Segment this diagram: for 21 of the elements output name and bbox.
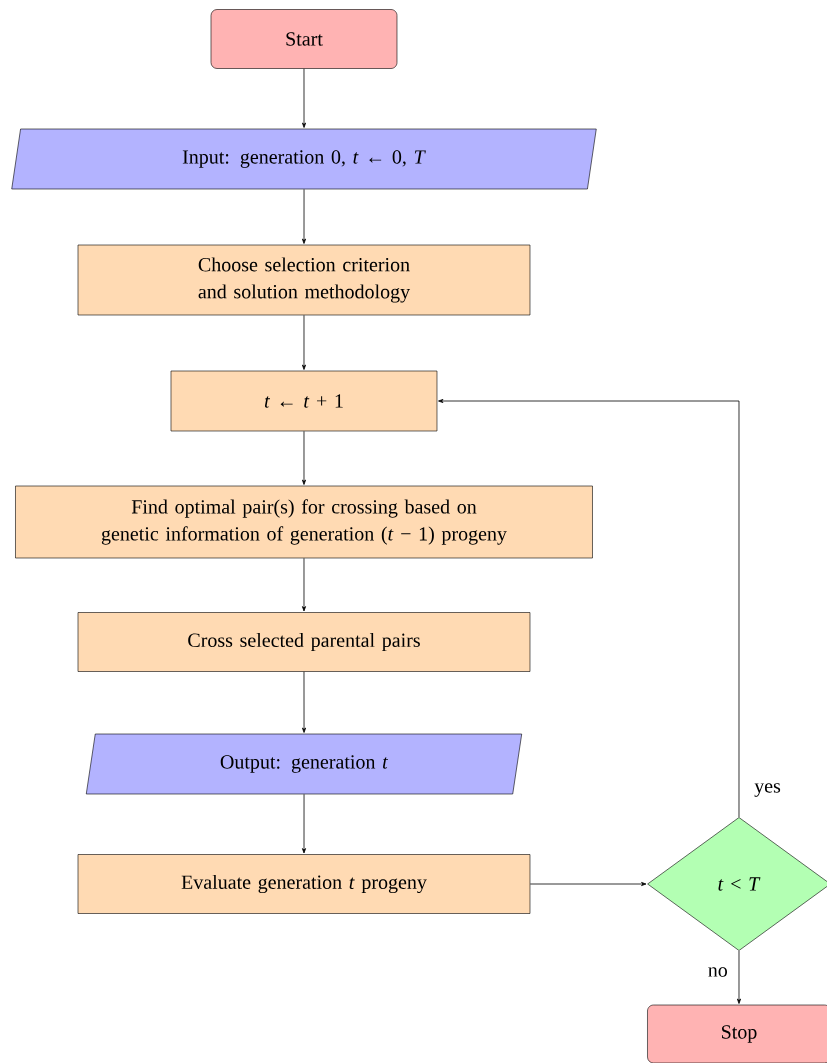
process-box: Choose selection criterion and solution methodology: [77, 244, 531, 316]
input-output-parallelogram: Input: generation 0, t ← 0, T: [11, 128, 597, 190]
terminal-box: Start: [210, 9, 398, 69]
arrow: [302, 68, 307, 128]
arrow: [302, 314, 306, 370]
terminal-box: Stop: [647, 1004, 827, 1063]
arrow: [302, 793, 306, 854]
arrow: [302, 430, 306, 485]
arrow: [302, 671, 307, 733]
process-box: t ← t + 1: [170, 370, 438, 432]
arrow: [737, 950, 741, 1004]
arrow: [529, 882, 647, 886]
arrow: [438, 399, 740, 818]
arrow: [302, 188, 306, 244]
process-box: Cross selected parental pairs: [77, 612, 531, 672]
process-box: Find optimal pair(s) for crossing based on genetic information of generation (t − 1) progeny: [15, 485, 593, 559]
input-output-parallelogram: Output: generation t: [85, 733, 523, 795]
edge-label: no: [708, 967, 728, 977]
arrow: [302, 557, 306, 612]
edge-label: yes: [754, 783, 781, 797]
process-box: Evaluate generation t progeny: [77, 854, 531, 914]
